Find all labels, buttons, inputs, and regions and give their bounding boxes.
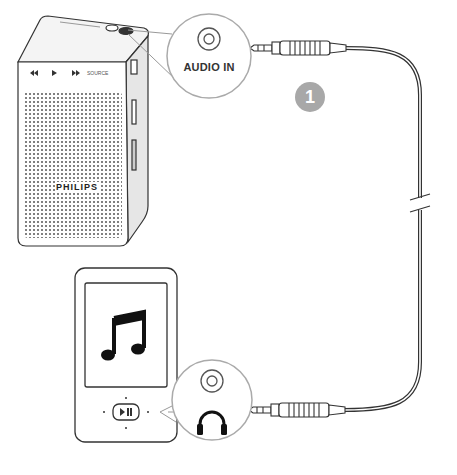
port-label: AUDIO IN bbox=[166, 61, 252, 73]
speaker bbox=[18, 16, 149, 246]
callout-outline bbox=[166, 13, 252, 99]
brand-name: PHILIPS bbox=[55, 182, 99, 193]
music-player bbox=[75, 268, 177, 442]
jack-plug bbox=[250, 41, 346, 55]
jack-plug bbox=[249, 403, 345, 417]
headphone-callout bbox=[160, 360, 252, 440]
callout-circle bbox=[295, 82, 325, 112]
callout-circle: AUDIO IN bbox=[166, 13, 252, 99]
button-label: SOURCE bbox=[86, 70, 109, 77]
audio-cable bbox=[345, 48, 430, 410]
callout-number: 1 bbox=[304, 87, 316, 107]
